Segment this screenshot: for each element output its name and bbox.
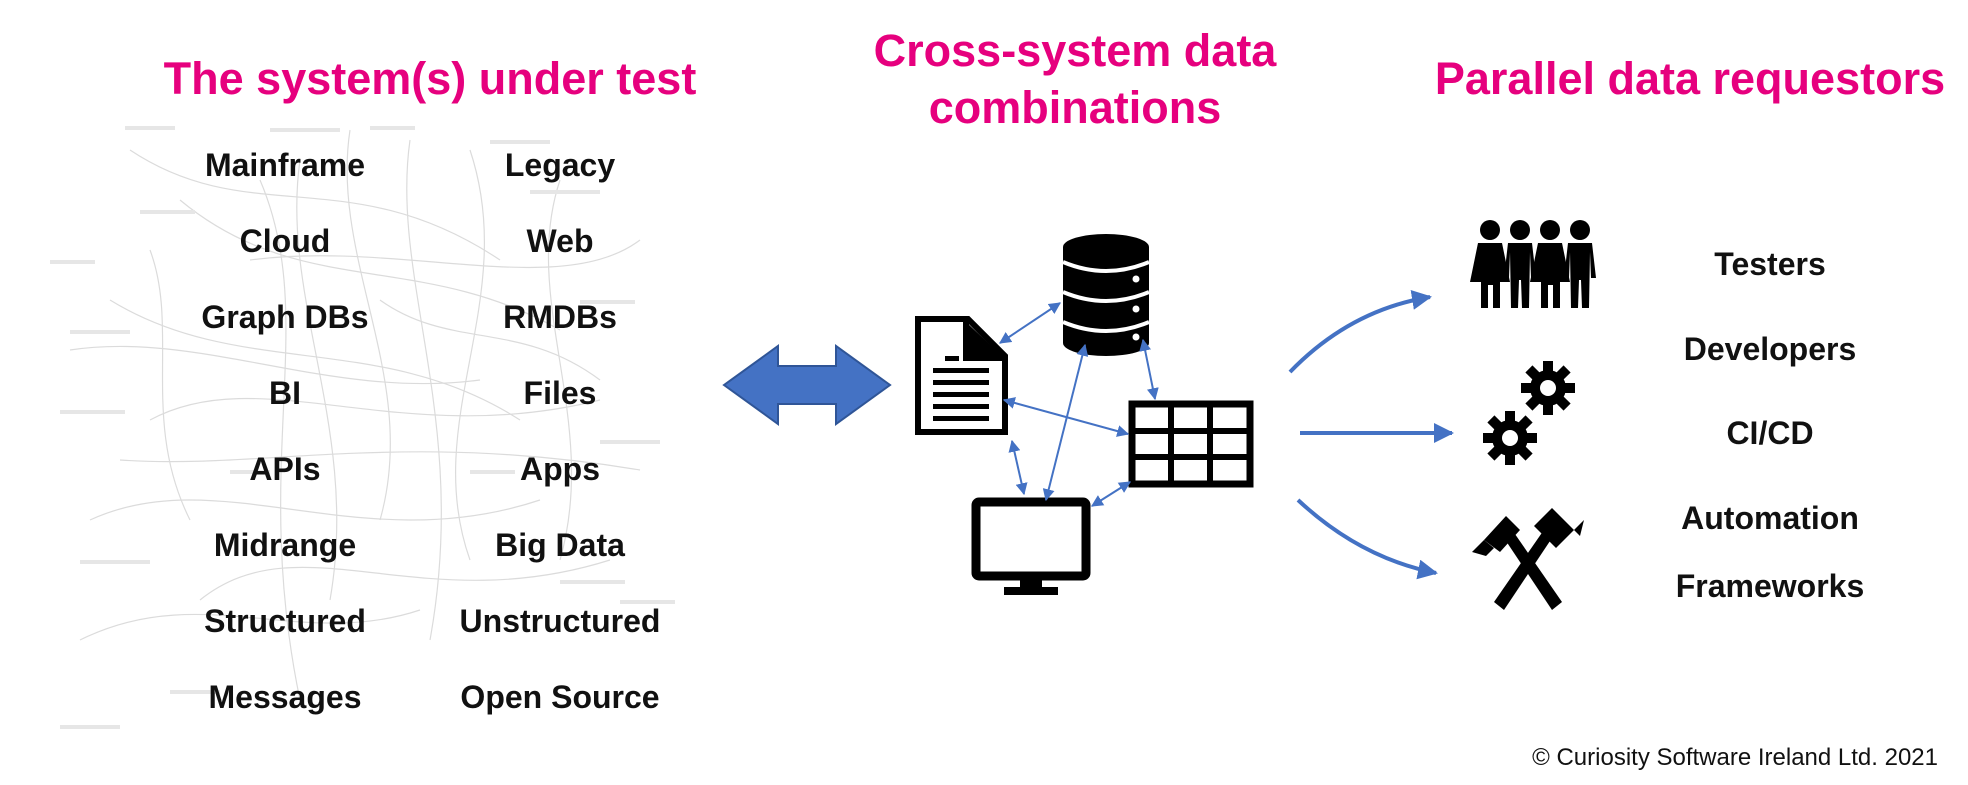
double-arrow-icon xyxy=(722,344,892,426)
system-label: Graph DBs xyxy=(201,299,369,335)
connector-arrow xyxy=(1042,343,1089,502)
title-systems-under-test: The system(s) under test xyxy=(163,53,697,104)
connector-arrow xyxy=(1139,338,1159,401)
system-label: Web xyxy=(526,223,594,259)
title-cross-system-data: Cross-system data combinations xyxy=(850,22,1300,136)
system-label: RMDBs xyxy=(503,299,617,335)
connector-arrow xyxy=(1090,481,1132,507)
requestor-label-developers: Developers xyxy=(1683,331,1857,367)
system-label: Open Source xyxy=(460,679,660,715)
connector-arrow xyxy=(999,302,1061,344)
requestor-label-automation: Automation xyxy=(1681,500,1859,536)
database-icon xyxy=(1062,234,1150,356)
system-label: BI xyxy=(269,375,301,411)
requestor-label-frameworks: Frameworks xyxy=(1675,568,1865,604)
system-label: Structured xyxy=(204,603,366,639)
requestor-label-ci-cd: CI/CD xyxy=(1726,415,1814,451)
system-label: Midrange xyxy=(213,527,357,563)
title-cross-system-line1: Cross-system data xyxy=(873,25,1277,76)
system-label: Files xyxy=(523,375,597,411)
copyright-text: © Curiosity Software Ireland Ltd. 2021 xyxy=(1532,744,1938,771)
title-parallel-requestors: Parallel data requestors xyxy=(1434,53,1946,104)
system-label: Unstructured xyxy=(459,603,661,639)
system-label: Legacy xyxy=(504,147,616,183)
hammers-icon xyxy=(1472,508,1584,610)
monitor-icon xyxy=(971,497,1091,595)
system-label: APIs xyxy=(249,451,321,487)
system-label: Apps xyxy=(520,451,600,487)
requestor-label-testers: Testers xyxy=(1714,246,1826,282)
gears-icon xyxy=(1483,361,1575,465)
document-icon xyxy=(915,316,1008,435)
table-icon xyxy=(1128,400,1254,488)
system-label: Messages xyxy=(208,679,362,715)
connector-arrow xyxy=(1008,439,1028,496)
requestor-arrow xyxy=(1296,498,1438,580)
title-cross-system-line2: combinations xyxy=(928,82,1222,133)
system-label: Mainframe xyxy=(204,147,366,183)
system-label: Big Data xyxy=(495,527,625,563)
system-label: Cloud xyxy=(239,223,331,259)
requestor-arrow xyxy=(1288,290,1432,374)
people-icon xyxy=(1470,220,1596,308)
